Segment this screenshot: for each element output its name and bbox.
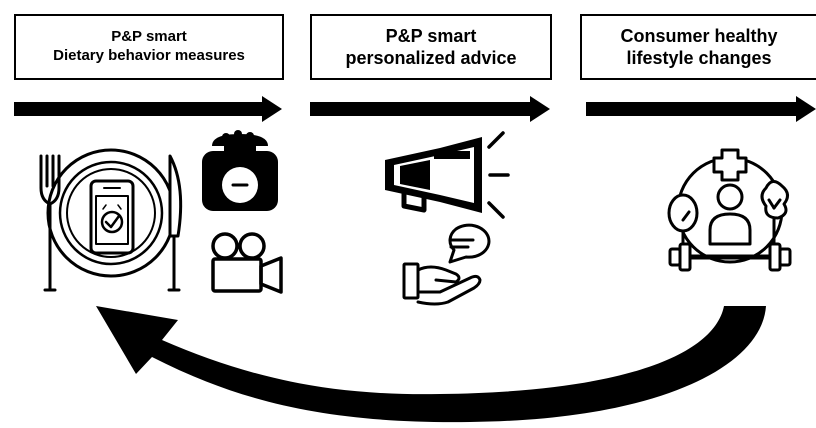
helping-hand-icon (402, 262, 482, 306)
arrow-stage2-to-stage3 (310, 96, 550, 122)
video-camera-icon (211, 232, 283, 294)
stage-box-dietary-measures: P&P smart Dietary behavior measures (14, 14, 284, 80)
stage-box-lifestyle-changes: Consumer healthy lifestyle changes (580, 14, 816, 80)
stage-title-line1: Consumer healthy (620, 25, 778, 46)
stage-title-line2: lifestyle changes (626, 48, 772, 68)
chat-bubble-icon (448, 223, 491, 264)
stage-title-line1: P&P smart (111, 28, 187, 46)
stage-title-line2: personalized advice (345, 48, 517, 68)
plate-fork-knife-icon (39, 148, 183, 292)
smartphone-check-icon (89, 179, 135, 255)
health-globe-person-icon (667, 148, 792, 272)
stage-title-line2: Dietary behavior measures (53, 47, 245, 64)
arrow-stage3-out (586, 96, 816, 122)
arrow-stage1-to-stage2 (14, 96, 282, 122)
kitchen-scale-icon (202, 130, 278, 211)
stage-title-line1: P&P smart (385, 25, 477, 46)
megaphone-icon (385, 131, 510, 219)
stage-box-personalized-advice: P&P smart personalized advice (310, 14, 552, 80)
feedback-arrow (96, 306, 766, 423)
